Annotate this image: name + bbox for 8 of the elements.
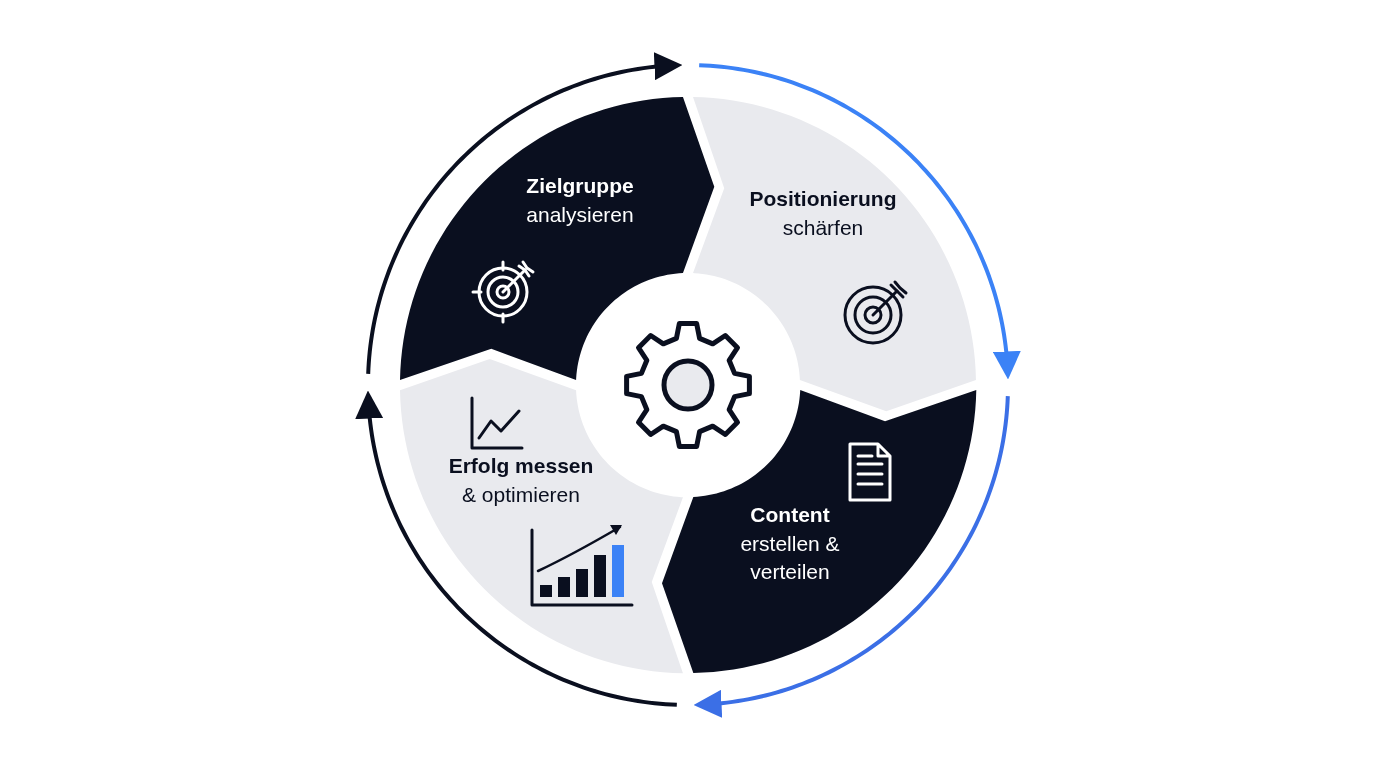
segment-subtitle: schärfen bbox=[781, 215, 865, 241]
segment-subtitle: & optimieren bbox=[461, 482, 581, 508]
segment-title: Content bbox=[749, 502, 831, 528]
segment-title: Zielgruppe bbox=[525, 173, 635, 199]
segment-subtitle: analysieren bbox=[525, 202, 635, 228]
segment-title: Erfolg messen bbox=[447, 453, 595, 479]
segment-subtitle: erstellen & verteilen bbox=[739, 531, 841, 585]
segment-title: Positionierung bbox=[748, 186, 898, 212]
